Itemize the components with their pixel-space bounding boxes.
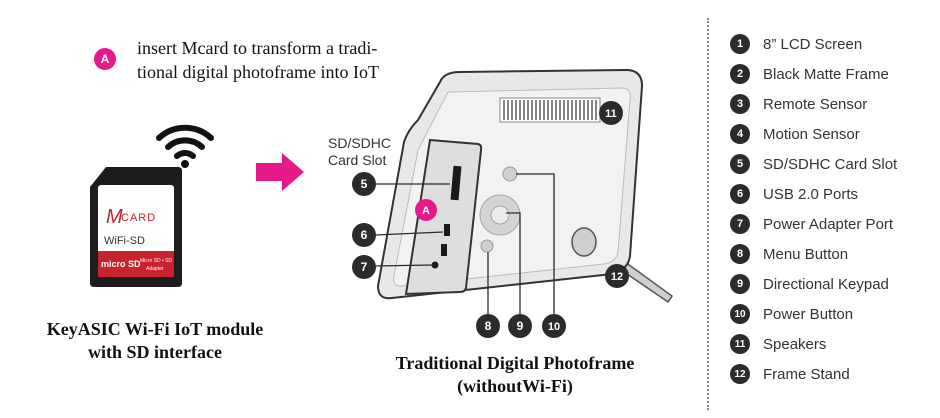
- legend-num-7: 7: [730, 214, 750, 234]
- sd-card-red-band: [98, 251, 174, 277]
- frame-caption: Traditional Digital Photoframe (withoutW…: [360, 352, 670, 398]
- wifi-arc-inner: [174, 150, 196, 159]
- left-caption-line-2: with SD interface: [88, 342, 222, 362]
- transform-arrow-icon: [256, 153, 304, 191]
- sd-card-brand: CARD: [121, 212, 156, 224]
- legend-num-4: 4: [730, 124, 750, 144]
- legend-num-9: 9: [730, 274, 750, 294]
- legend-item-12: 12 Frame Stand: [730, 359, 897, 389]
- legend-label-5: SD/SDHC Card Slot: [763, 155, 898, 173]
- badge-a: A: [94, 48, 116, 70]
- card-slot-label-line-2: Card Slot: [328, 152, 387, 168]
- speaker-grille: [499, 97, 601, 123]
- legend-item-9: 9 Directional Keypad: [730, 269, 897, 299]
- intro-note: insert Mcard to transform a tradi- tiona…: [137, 36, 427, 84]
- power-button: [502, 166, 518, 182]
- leader-line-7: [375, 264, 433, 267]
- parts-legend: 1 8” LCD Screen 2 Black Matte Frame 3 Re…: [730, 29, 897, 389]
- wifi-arc-middle: [165, 137, 205, 150]
- callout-11: 11: [599, 101, 623, 125]
- legend-num-6: 6: [730, 184, 750, 204]
- callout-10: 10: [542, 314, 566, 338]
- callout-a: A: [415, 199, 437, 221]
- leader-line-6: [375, 231, 444, 236]
- wifi-dot: [181, 160, 189, 168]
- legend-label-11: Speakers: [763, 335, 827, 353]
- legend-item-3: 3 Remote Sensor: [730, 89, 897, 119]
- svg-text:8: 8: [485, 319, 492, 333]
- left-caption: KeyASIC Wi-Fi IoT module with SD interfa…: [20, 318, 290, 364]
- power-adapter-port: [431, 261, 439, 269]
- legend-num-2: 2: [730, 64, 750, 84]
- usb-port-2: [441, 244, 447, 256]
- legend-label-6: USB 2.0 Ports: [763, 185, 859, 203]
- legend-label-9: Directional Keypad: [763, 275, 889, 293]
- legend-label-8: Menu Button: [763, 245, 849, 263]
- callout-9: 9: [508, 314, 532, 338]
- legend-item-11: 11 Speakers: [730, 329, 897, 359]
- legend-label-2: Black Matte Frame: [763, 65, 889, 83]
- legend-item-7: 7 Power Adapter Port: [730, 209, 897, 239]
- sd-card-brand-initial: M: [106, 206, 123, 228]
- legend-num-5: 5: [730, 154, 750, 174]
- legend-item-1: 1 8” LCD Screen: [730, 29, 897, 59]
- callout-5: 5: [352, 172, 376, 196]
- svg-text:6: 6: [361, 228, 368, 242]
- legend-item-10: 10 Power Button: [730, 299, 897, 329]
- legend-num-3: 3: [730, 94, 750, 114]
- legend-item-2: 2 Black Matte Frame: [730, 59, 897, 89]
- stand-hinge: [571, 227, 597, 257]
- directional-keypad-center: [490, 205, 510, 225]
- frame-caption-line-2: (withoutWi-Fi): [457, 376, 573, 396]
- legend-label-1: 8” LCD Screen: [763, 35, 863, 53]
- sd-card-adapter-text-1: Micro SD • SD: [140, 258, 172, 264]
- photoframe-illustration: 5 6 7 8 9 10 11 12 A: [352, 68, 674, 338]
- callout-6: 6: [352, 223, 376, 247]
- legend-divider: [707, 18, 709, 410]
- menu-button: [480, 239, 494, 253]
- legend-label-3: Remote Sensor: [763, 95, 868, 113]
- svg-text:12: 12: [611, 271, 623, 283]
- legend-num-12: 12: [730, 364, 750, 384]
- legend-num-8: 8: [730, 244, 750, 264]
- wifi-signal-icon: [156, 124, 214, 168]
- legend-num-10: 10: [730, 304, 750, 324]
- leader-line-9: [506, 212, 521, 314]
- card-slot-label: SD/SDHC Card Slot: [328, 135, 391, 169]
- svg-text:5: 5: [361, 177, 368, 191]
- legend-label-12: Frame Stand: [763, 365, 850, 383]
- legend-item-5: 5 SD/SDHC Card Slot: [730, 149, 897, 179]
- sd-card-micro-text: micro SD: [101, 259, 141, 269]
- svg-text:11: 11: [605, 108, 617, 120]
- svg-text:9: 9: [517, 319, 524, 333]
- legend-item-8: 8 Menu Button: [730, 239, 897, 269]
- frame-caption-line-1: Traditional Digital Photoframe: [395, 353, 635, 373]
- legend-label-4: Motion Sensor: [763, 125, 860, 143]
- legend-num-11: 11: [730, 334, 750, 354]
- usb-port-1: [444, 224, 450, 236]
- legend-num-1: 1: [730, 34, 750, 54]
- legend-label-10: Power Button: [763, 305, 854, 323]
- legend-label-7: Power Adapter Port: [763, 215, 894, 233]
- sd-card-illustration: M CARD WiFi-SD micro SD Micro SD • SD Ad…: [90, 167, 182, 287]
- left-caption-line-1: KeyASIC Wi-Fi IoT module: [46, 319, 264, 339]
- svg-text:10: 10: [548, 321, 560, 333]
- side-port-panel: [404, 138, 483, 296]
- intro-note-line-2: tional digital photoframe into IoT: [137, 62, 379, 82]
- svg-text:A: A: [422, 205, 430, 217]
- svg-text:7: 7: [361, 260, 368, 274]
- callout-12: 12: [605, 264, 629, 288]
- sd-card-adapter-text-2: Adapter: [146, 266, 164, 272]
- card-slot-label-line-1: SD/SDHC: [328, 135, 392, 151]
- sd-slot: [450, 165, 462, 201]
- wifi-arc-outer: [156, 124, 214, 141]
- sd-card-wifi-text: WiFi-SD: [104, 235, 145, 247]
- intro-note-line-1: insert Mcard to transform a tradi-: [137, 38, 378, 58]
- callout-8: 8: [476, 314, 500, 338]
- legend-item-4: 4 Motion Sensor: [730, 119, 897, 149]
- legend-item-6: 6 USB 2.0 Ports: [730, 179, 897, 209]
- leader-line-10: [516, 173, 555, 314]
- callout-7: 7: [352, 255, 376, 279]
